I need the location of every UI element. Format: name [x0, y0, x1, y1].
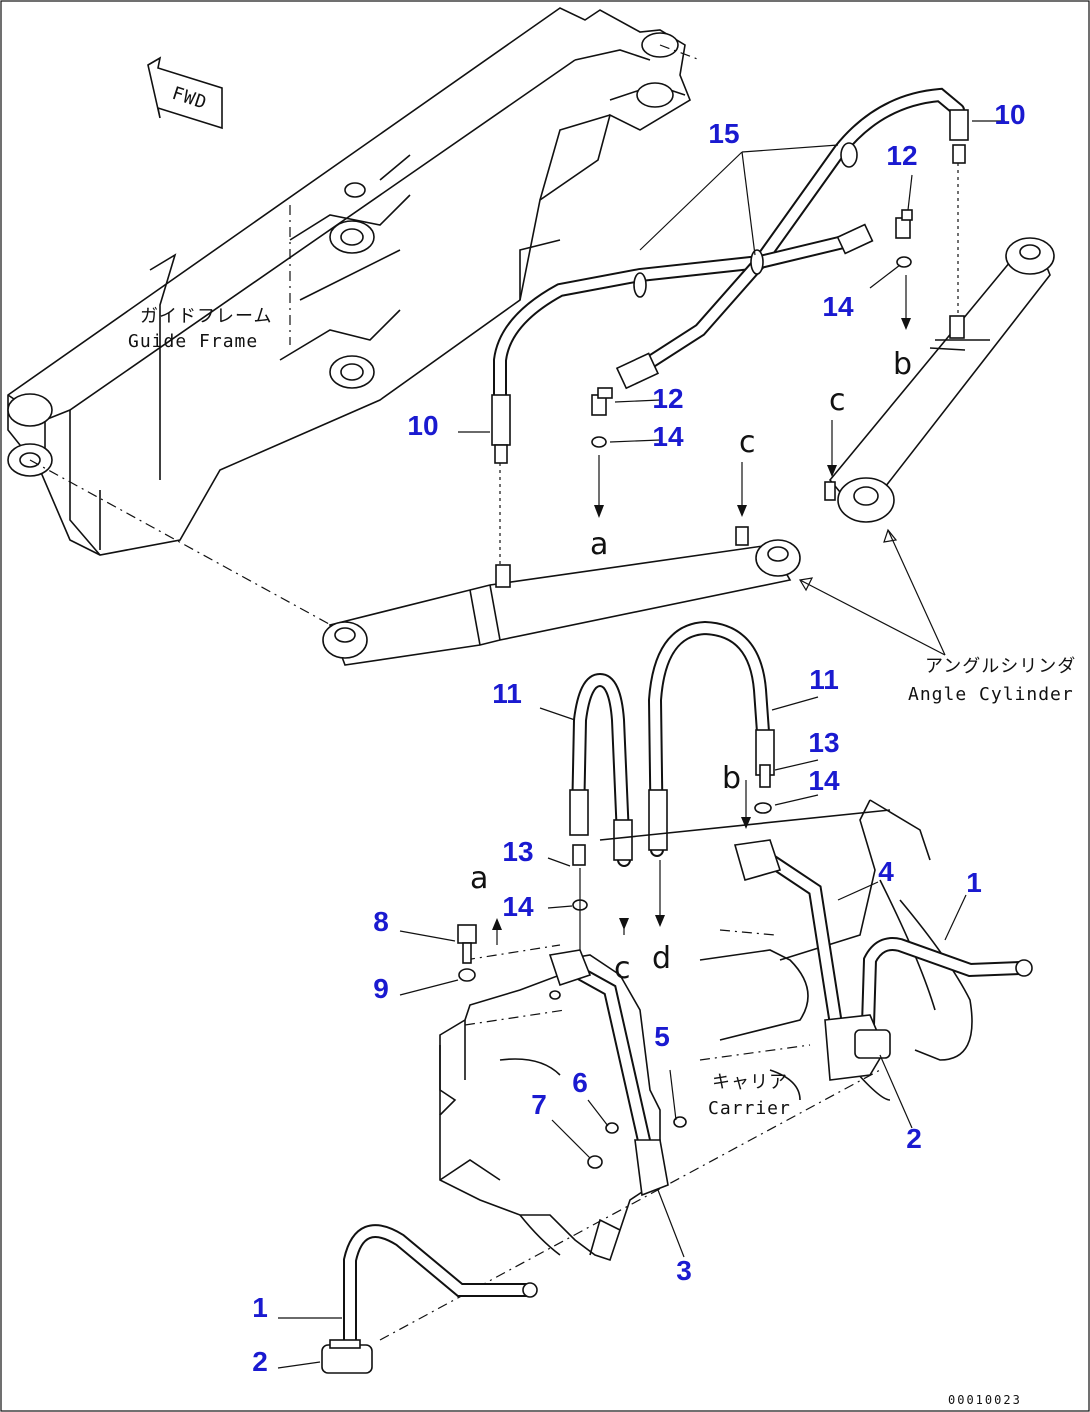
guide-frame-en-label: Guide Frame [128, 331, 258, 352]
fwd-arrow: FWD [147, 56, 223, 130]
part-callout-14: 14 [652, 421, 684, 452]
part-callout-2: 2 [906, 1123, 922, 1154]
carrier-jp-label: キャリア [712, 1072, 788, 1093]
ref-letter-c: c [829, 383, 846, 418]
elbow-fittings-upper [591, 209, 913, 518]
part-callout-8: 8 [373, 906, 389, 937]
part-callout-15: 15 [708, 118, 739, 149]
part-callout-7: 7 [531, 1089, 547, 1120]
part-callout-12: 12 [886, 140, 917, 171]
ref-letter-a: a [470, 861, 488, 896]
ref-letter-a: a [590, 527, 608, 562]
callout-leaders [277, 120, 1005, 1369]
part-callout-1: 1 [966, 867, 982, 898]
angle-cylinder-left [322, 526, 801, 666]
angle-cylinder-en-label: Angle Cylinder [908, 684, 1074, 705]
lower-arrows [492, 780, 751, 960]
part-callout-12: 12 [652, 383, 683, 414]
leader-angle-cyl-left [799, 579, 946, 656]
angle-cylinder-jp-label: アングルシリンダ [925, 656, 1076, 677]
guide-frame-drawing [7, 7, 701, 631]
part-callout-6: 6 [572, 1067, 588, 1098]
ref-letter-c: c [614, 951, 631, 986]
part-callout-10: 10 [994, 99, 1025, 130]
ref-letter-d: d [652, 941, 671, 976]
part-callout-2: 2 [252, 1346, 268, 1377]
guide-frame-jp-label: ガイドフレーム [140, 306, 272, 327]
part-callout-11: 11 [809, 664, 839, 695]
carrier-en-label: Carrier [708, 1098, 791, 1119]
part-callout-14: 14 [502, 891, 534, 922]
part-callout-3: 3 [676, 1255, 692, 1286]
part-callout-1: 1 [252, 1292, 268, 1323]
drawing-code: 00010023 [948, 1393, 1022, 1407]
ref-letter-b: b [722, 761, 741, 796]
part-callout-5: 5 [654, 1021, 670, 1052]
part-callout-10: 10 [407, 410, 438, 441]
leader-angle-cyl-right [887, 529, 946, 656]
part-callout-13: 13 [502, 836, 533, 867]
part-callout-11: 11 [492, 678, 522, 709]
carrier-pipes [321, 839, 1033, 1374]
part-callout-14: 14 [808, 765, 840, 796]
part-callout-4: 4 [878, 856, 894, 887]
angle-cylinder-right [824, 237, 1055, 523]
fwd-label: FWD [169, 83, 209, 114]
ref-letter-c: c [739, 425, 756, 460]
part-callout-9: 9 [373, 973, 389, 1004]
part-callout-13: 13 [808, 727, 839, 758]
upper-hoses [491, 87, 969, 565]
part-callout-14: 14 [822, 291, 854, 322]
ref-letter-b: b [893, 347, 912, 382]
